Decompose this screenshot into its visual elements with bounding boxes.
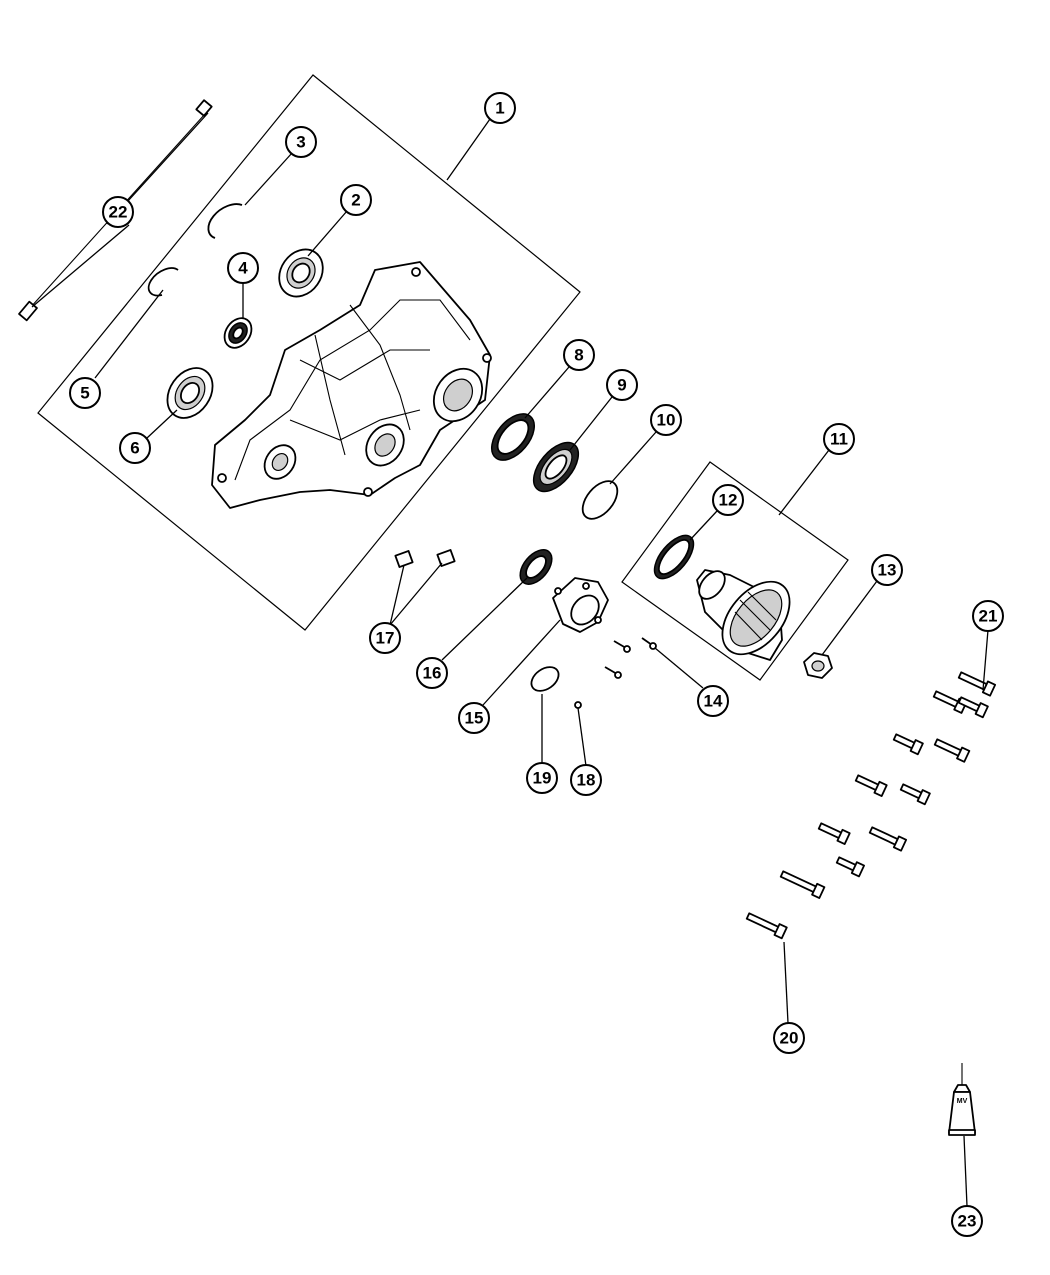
svg-text:18: 18 xyxy=(577,771,596,790)
callout-22: 22 xyxy=(102,196,134,228)
svg-text:19: 19 xyxy=(533,769,552,788)
callout-12: 12 xyxy=(712,484,744,516)
callout-3: 3 xyxy=(285,126,317,158)
svg-text:3: 3 xyxy=(296,133,305,152)
sealant-tube-label: MV xyxy=(957,1098,968,1105)
small-seal-part xyxy=(223,317,253,349)
snap-ring-upper-part xyxy=(207,203,243,239)
svg-text:4: 4 xyxy=(238,259,248,278)
nut-part xyxy=(803,652,833,679)
adapter-housing-part xyxy=(696,569,791,661)
sealant-tube-part: MV xyxy=(948,1063,976,1136)
adapter-assembly-frame xyxy=(621,461,849,681)
svg-text:1: 1 xyxy=(495,99,504,118)
svg-text:6: 6 xyxy=(130,439,139,458)
callout-2: 2 xyxy=(340,184,372,216)
callout-21: 21 xyxy=(972,600,1004,632)
svg-text:2: 2 xyxy=(351,191,360,210)
callout-10: 10 xyxy=(650,404,682,436)
svg-text:17: 17 xyxy=(376,629,395,648)
shift-seal-part xyxy=(519,549,553,585)
plugs-part xyxy=(394,549,456,568)
callout-9: 9 xyxy=(606,369,638,401)
callout-8: 8 xyxy=(563,339,595,371)
callout-13: 13 xyxy=(871,554,903,586)
adapter-o-ring-inner xyxy=(657,539,691,575)
svg-text:22: 22 xyxy=(109,203,128,222)
svg-text:8: 8 xyxy=(574,346,583,365)
callout-23: 23 xyxy=(951,1205,983,1237)
bearing-lower-part xyxy=(166,367,214,419)
leader-lines xyxy=(31,112,989,1207)
svg-text:5: 5 xyxy=(80,384,89,403)
callout-11: 11 xyxy=(823,423,855,455)
small-screw-part xyxy=(574,701,582,709)
snap-ring-lower-part xyxy=(147,267,179,297)
callout-19: 19 xyxy=(526,762,558,794)
svg-text:23: 23 xyxy=(958,1212,977,1231)
svg-text:14: 14 xyxy=(704,692,723,711)
callout-6: 6 xyxy=(119,432,151,464)
gasket-part xyxy=(530,666,560,692)
svg-text:12: 12 xyxy=(719,491,738,510)
output-shaft-seal-part xyxy=(532,441,580,493)
bearing-upper-part xyxy=(278,248,324,298)
svg-text:15: 15 xyxy=(465,709,484,728)
case-assembly-frame xyxy=(37,74,581,631)
svg-text:21: 21 xyxy=(979,607,998,626)
svg-text:11: 11 xyxy=(830,430,848,449)
callout-16: 16 xyxy=(416,657,448,689)
callout-4: 4 xyxy=(227,252,259,284)
svg-text:10: 10 xyxy=(657,411,676,430)
o-ring-part xyxy=(581,480,619,520)
callout-5: 5 xyxy=(69,377,101,409)
svg-text:13: 13 xyxy=(878,561,897,580)
output-seal-part xyxy=(491,413,535,461)
callout-18: 18 xyxy=(570,764,602,796)
callout-14: 14 xyxy=(697,685,729,717)
callout-20: 20 xyxy=(773,1022,805,1054)
svg-text:16: 16 xyxy=(423,664,442,683)
callouts: 1 2 3 4 5 6 8 9 10 11 12 13 14 15 16 17 … xyxy=(69,92,1004,1237)
svg-text:9: 9 xyxy=(617,376,626,395)
svg-text:20: 20 xyxy=(780,1029,799,1048)
callout-15: 15 xyxy=(458,702,490,734)
transfer-case-housing-part xyxy=(211,261,492,509)
shift-motor-part xyxy=(552,577,609,633)
bolt-set-14-part xyxy=(604,637,657,679)
bolt-set-part xyxy=(745,671,997,940)
callout-17: 17 xyxy=(369,622,401,654)
callout-1: 1 xyxy=(484,92,516,124)
